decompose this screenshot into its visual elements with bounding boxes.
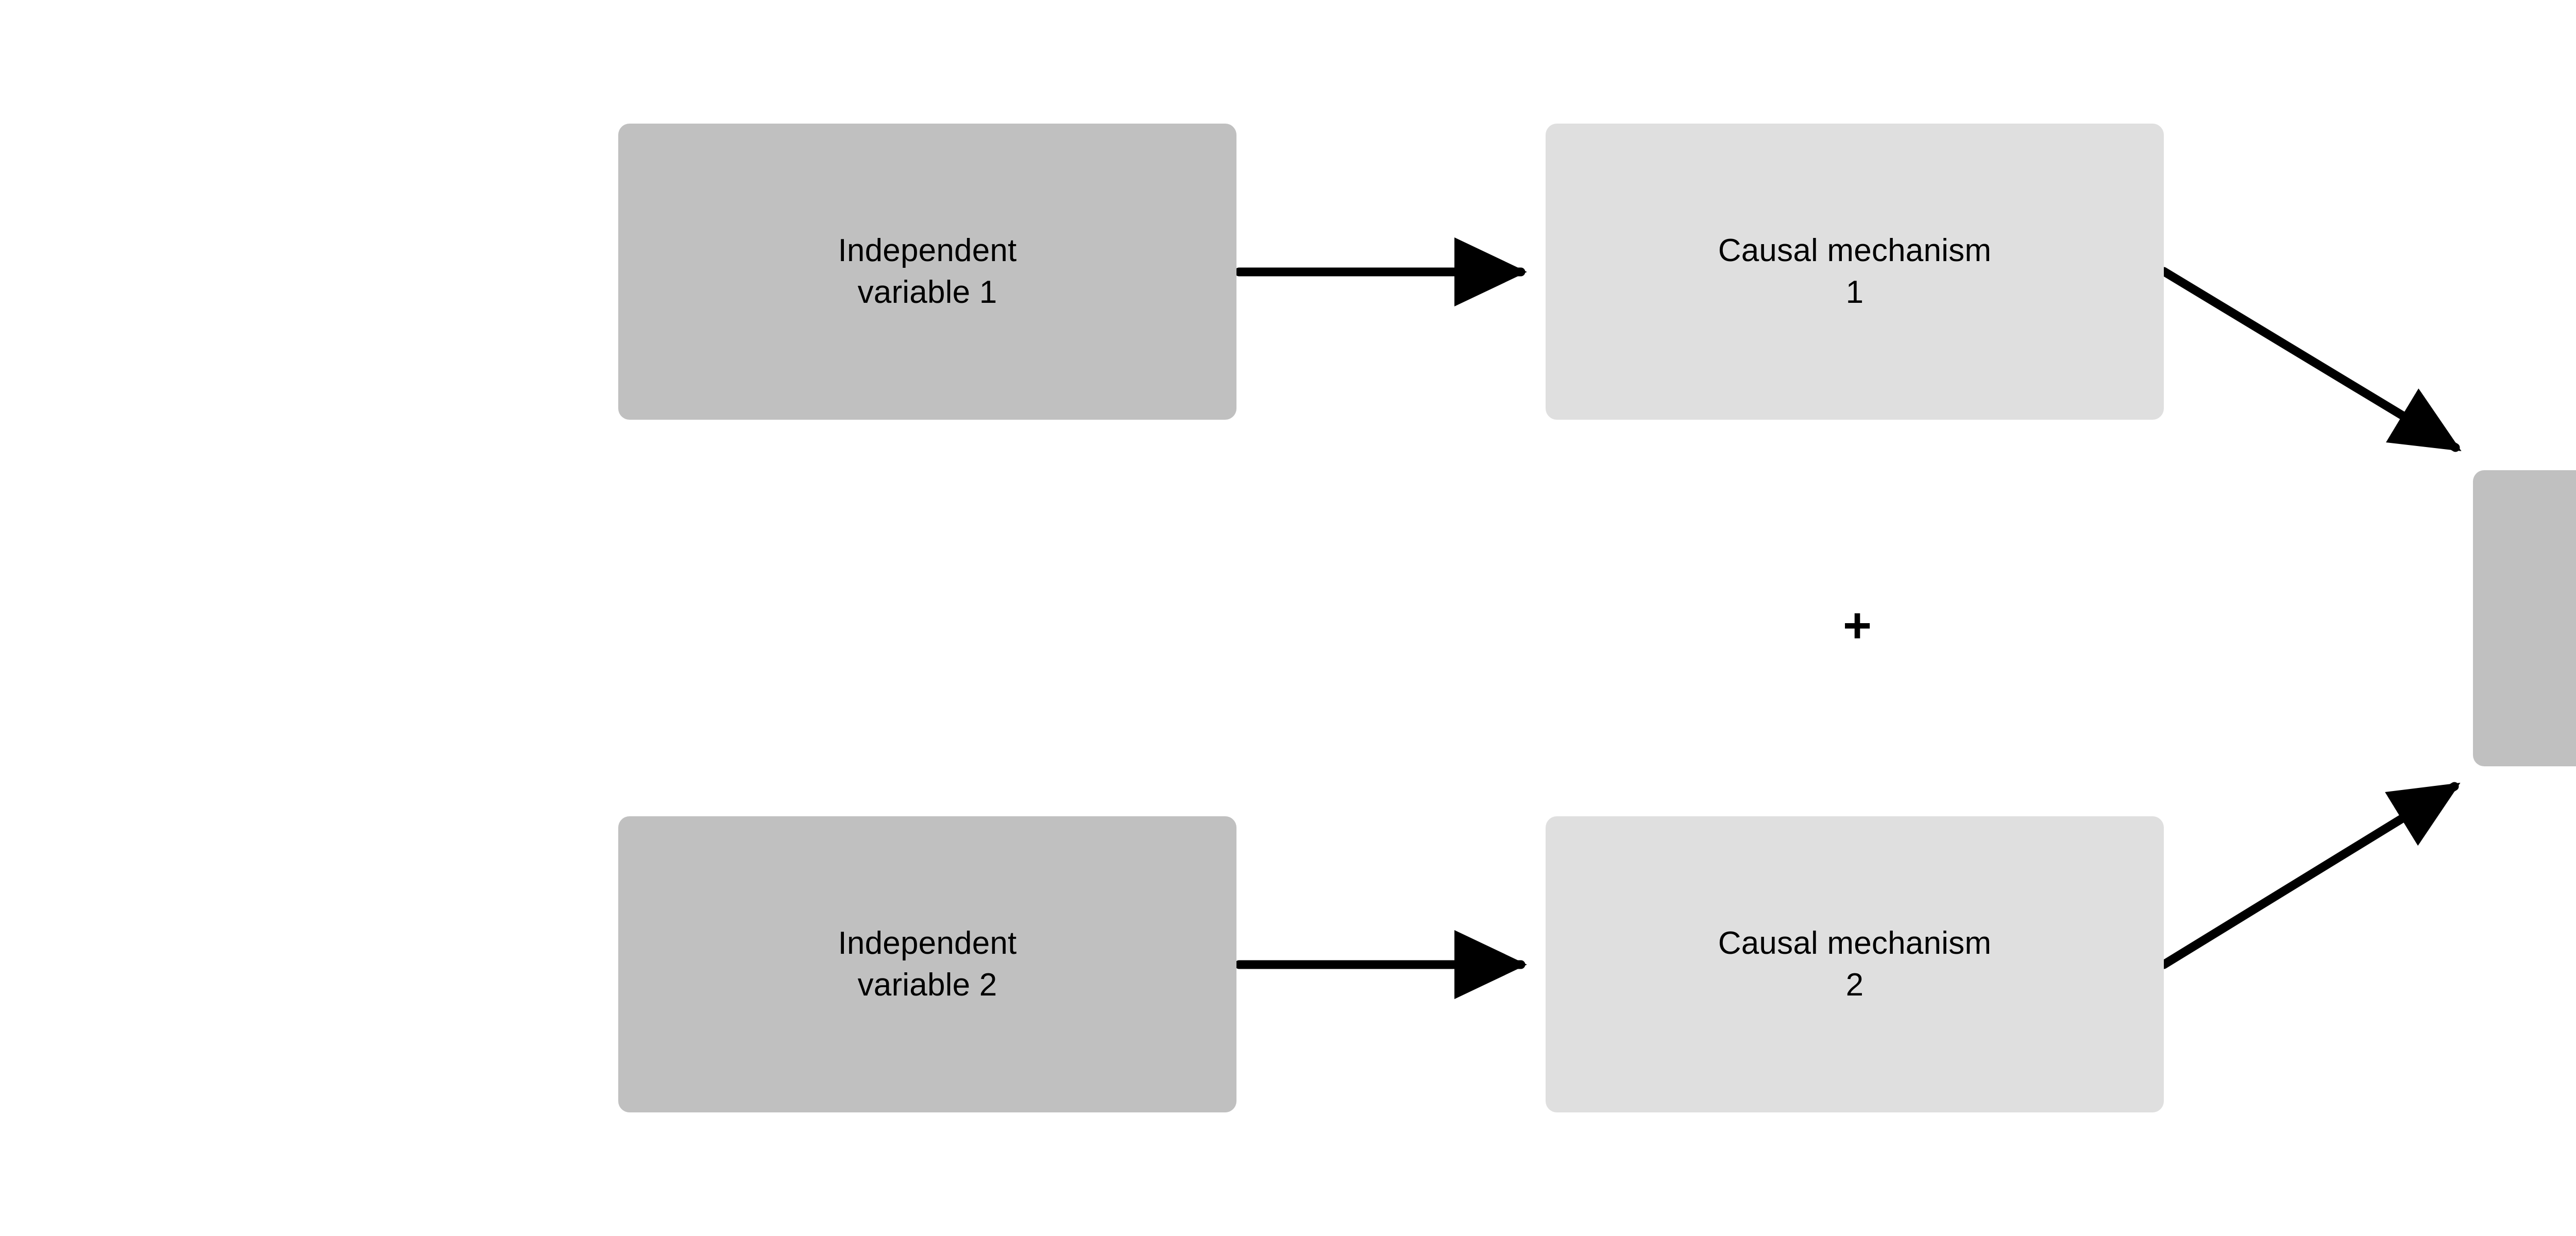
edge-cm2-to-dv	[2159, 782, 2461, 969]
edge-cm1-to-dv	[2159, 267, 2462, 452]
plus-operator: +	[1842, 598, 1872, 653]
node-independent-variable-2[interactable]: Independent variable 2	[618, 816, 1236, 1112]
node-causal-mechanism-1[interactable]: Causal mechanism 1	[1546, 124, 2164, 420]
node-causal-mechanism-2[interactable]: Causal mechanism 2	[1546, 816, 2164, 1112]
node-independent-variable-1[interactable]: Independent variable 1	[618, 124, 1236, 420]
node-dependent-variable[interactable]: Dependent variable	[2473, 470, 2576, 766]
